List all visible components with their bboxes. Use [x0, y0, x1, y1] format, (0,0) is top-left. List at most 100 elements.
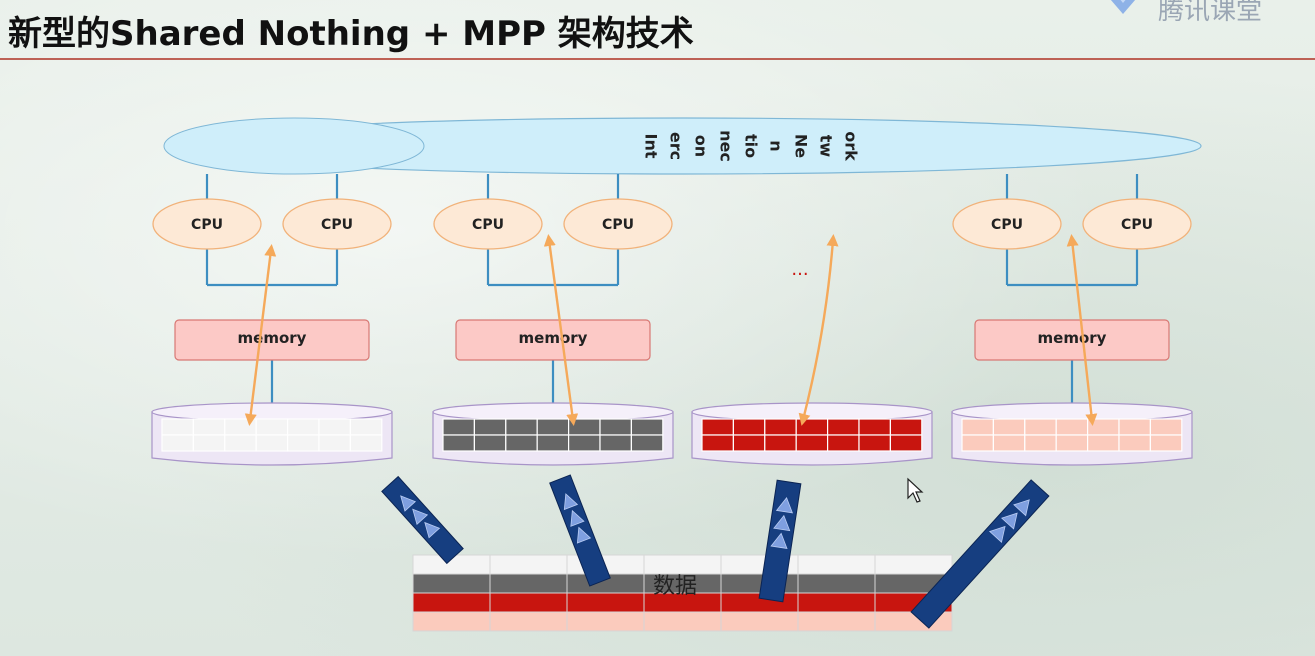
disk-cell: [567, 418, 601, 436]
cpu-ellipse: [433, 198, 543, 250]
mouse-cursor-icon: [907, 477, 924, 503]
data-flow-arrow: [244, 244, 277, 426]
disk-cell: [795, 418, 829, 436]
data-table-cell: [797, 611, 876, 632]
data-flow-arrow: [543, 234, 579, 426]
data-table-cell: [797, 573, 876, 594]
data-table-cell: [566, 592, 645, 613]
data-table-cell: [874, 554, 953, 575]
memory-label: memory: [519, 329, 588, 347]
data-table-cell: [489, 611, 568, 632]
cpu-label: CPU: [1121, 217, 1153, 233]
disk-cell: [318, 418, 351, 436]
disk-cell: [1055, 418, 1089, 436]
disk-cell: [224, 418, 257, 436]
disk-cell: [161, 434, 194, 452]
disk-cell: [287, 418, 320, 436]
cpu-label: CPU: [321, 217, 353, 233]
cpu-label: CPU: [472, 217, 504, 233]
disk-cell: [505, 418, 538, 436]
disk-cell: [349, 434, 383, 452]
upload-arrows: [381, 474, 1050, 629]
disk-cell: [1149, 434, 1183, 452]
disk-cell: [826, 418, 860, 436]
disk-cell: [992, 418, 1026, 436]
disk-cell: [1086, 418, 1120, 436]
interconnect-label-line: ork: [842, 131, 861, 161]
slide-title: 新型的Shared Nothing + MPP 架构技术: [8, 14, 694, 54]
disk-cylinder: [951, 402, 1193, 466]
disk-cell: [192, 418, 226, 436]
disk-cell: [889, 418, 923, 436]
interconnect-label-line: n: [767, 140, 786, 151]
upload-arrow: [381, 475, 464, 565]
disk-cell: [1118, 434, 1151, 452]
data-table-cell: [412, 573, 491, 594]
cpu-label: CPU: [991, 217, 1023, 233]
disk-cell: [567, 434, 601, 452]
node-3: [691, 234, 933, 466]
disk-cell: [764, 418, 797, 436]
data-table-cell: [412, 592, 491, 613]
disk-cell: [255, 418, 289, 436]
disk-cell: [992, 434, 1026, 452]
disk-cylinder: [432, 402, 674, 466]
disk-cell: [858, 418, 891, 436]
disk-cell: [473, 418, 507, 436]
disk-cell: [599, 434, 632, 452]
disk-cell: [1024, 434, 1057, 452]
disk-cell: [1149, 418, 1183, 436]
node-4: CPU CPU memory: [951, 174, 1193, 466]
disk-cell: [318, 434, 351, 452]
disk-cell: [536, 418, 570, 436]
disk-cell: [795, 434, 829, 452]
disk-cell: [224, 434, 257, 452]
upload-arrow: [549, 474, 611, 587]
data-flow-arrow: [1066, 234, 1098, 426]
disk-cell: [961, 418, 994, 436]
disk-cell: [1086, 434, 1120, 452]
disk-cell: [473, 434, 507, 452]
disk-cell: [161, 418, 194, 436]
data-table-cell: [566, 611, 645, 632]
interconnect-label-line: tio: [742, 134, 761, 158]
memory-label: memory: [1038, 329, 1107, 347]
disk-cell: [255, 434, 289, 452]
interconnect-label-line: Ne: [792, 134, 811, 158]
disk-cell: [701, 418, 734, 436]
cpu-label: CPU: [602, 217, 634, 233]
data-table-cell: [643, 611, 722, 632]
interconnect-bar-end: [163, 117, 425, 175]
disk-cell: [858, 434, 891, 452]
cpu-ellipse: [1082, 198, 1192, 250]
disk-cell: [1055, 434, 1089, 452]
interconnect-label-line: Int: [642, 134, 661, 159]
interconnect-label-line: tw: [817, 135, 836, 158]
data-table: [412, 554, 953, 632]
disk-cell: [630, 434, 664, 452]
disk-cell: [764, 434, 797, 452]
disk-cell: [287, 434, 320, 452]
disk-cell: [349, 418, 383, 436]
disk-cell: [536, 434, 570, 452]
upload-arrow: [758, 479, 802, 603]
disk-cell: [192, 434, 226, 452]
interconnect-label-line: on: [692, 135, 711, 157]
data-flow-arrow: [798, 234, 839, 426]
cpu-ellipse: [152, 198, 262, 250]
data-table-cell: [797, 554, 876, 575]
cpu-ellipse: [282, 198, 392, 250]
disk-cell: [1118, 418, 1151, 436]
cpu-label: CPU: [191, 217, 223, 233]
disk-cell: [505, 434, 538, 452]
title-divider: [0, 58, 1315, 60]
disk-cell: [442, 434, 475, 452]
cpu-ellipse: [563, 198, 673, 250]
data-table-cell: [643, 554, 722, 575]
interconnect-label-line: erc: [667, 132, 686, 160]
disk-cylinder: [151, 402, 393, 466]
disk-cell: [599, 418, 632, 436]
